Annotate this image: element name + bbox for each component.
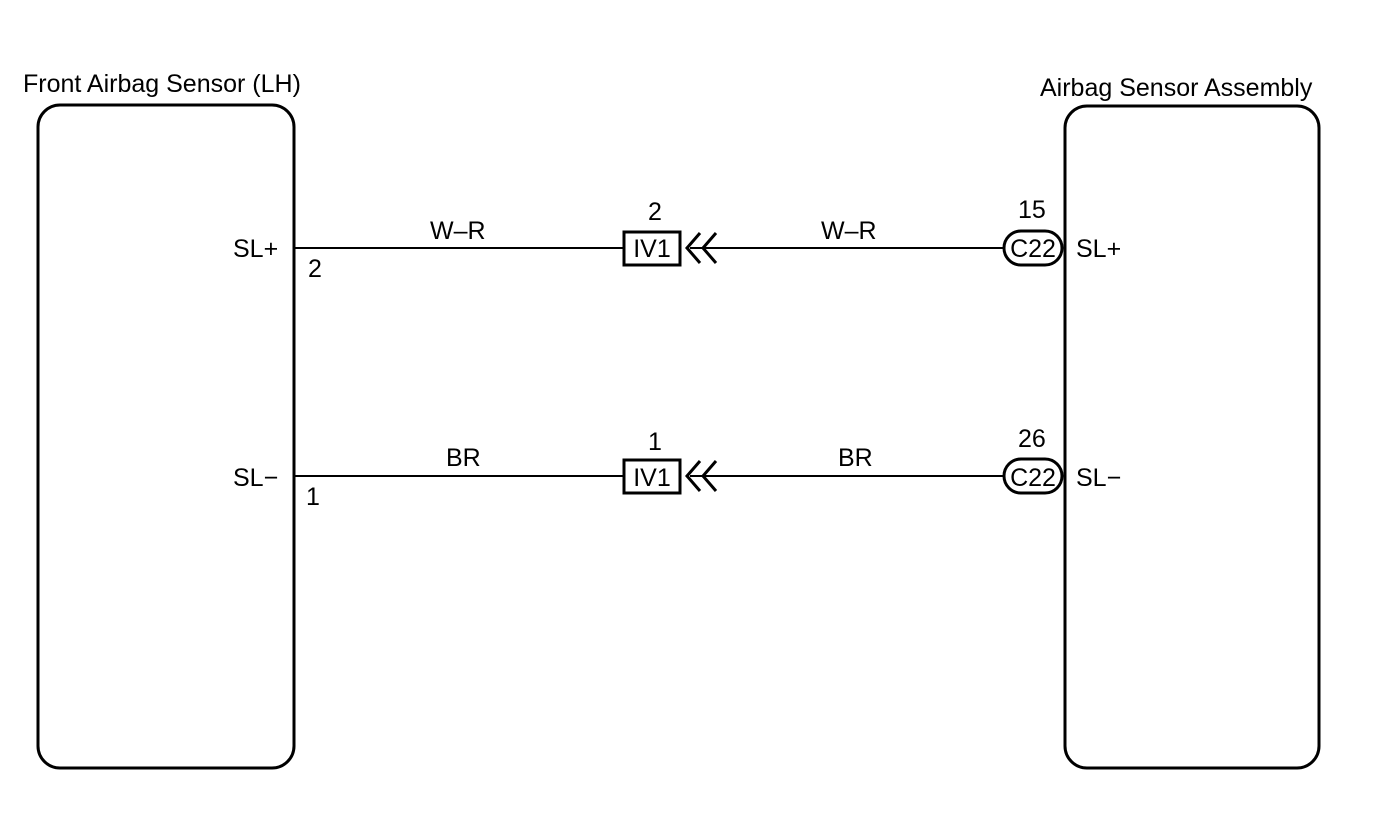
right-pin-sl-minus-label: SL− (1076, 464, 1121, 492)
connector-c22-lower-label: C22 (1010, 464, 1056, 492)
junction-iv1-pin1-box (622, 458, 682, 495)
right-pin-26-number: 26 (1018, 425, 1046, 453)
junction-iv1-pin2-number: 2 (648, 198, 662, 226)
connector-c22-upper (1002, 229, 1064, 267)
junction-iv1-pin2-label: IV1 (633, 235, 671, 263)
left-pin-sl-minus-label: SL− (233, 464, 278, 492)
left-pin-1-number: 1 (306, 483, 320, 511)
left-pin-2-number: 2 (308, 255, 322, 283)
wire-sl-minus-right-color: BR (838, 444, 873, 472)
right-pin-15-number: 15 (1018, 196, 1046, 224)
connector-c22-upper-label: C22 (1010, 235, 1056, 263)
front-airbag-sensor-box (36, 103, 296, 770)
connector-c22-lower (1002, 457, 1064, 495)
junction-iv1-pin1-number: 1 (648, 428, 662, 456)
wire-sl-minus-left-color: BR (446, 444, 481, 472)
airbag-sensor-assembly-box (1063, 104, 1321, 770)
right-pin-sl-plus-label: SL+ (1076, 235, 1121, 263)
wire-sl-plus-left-color: W–R (430, 217, 486, 245)
junction-iv1-pin2-box (622, 230, 682, 267)
wire-sl-plus-right-color: W–R (821, 217, 877, 245)
left-component-title: Front Airbag Sensor (LH) (23, 70, 301, 98)
right-component-title: Airbag Sensor Assembly (1040, 74, 1313, 102)
left-pin-sl-plus-label: SL+ (233, 235, 278, 263)
junction-iv1-pin1-label: IV1 (633, 464, 671, 492)
